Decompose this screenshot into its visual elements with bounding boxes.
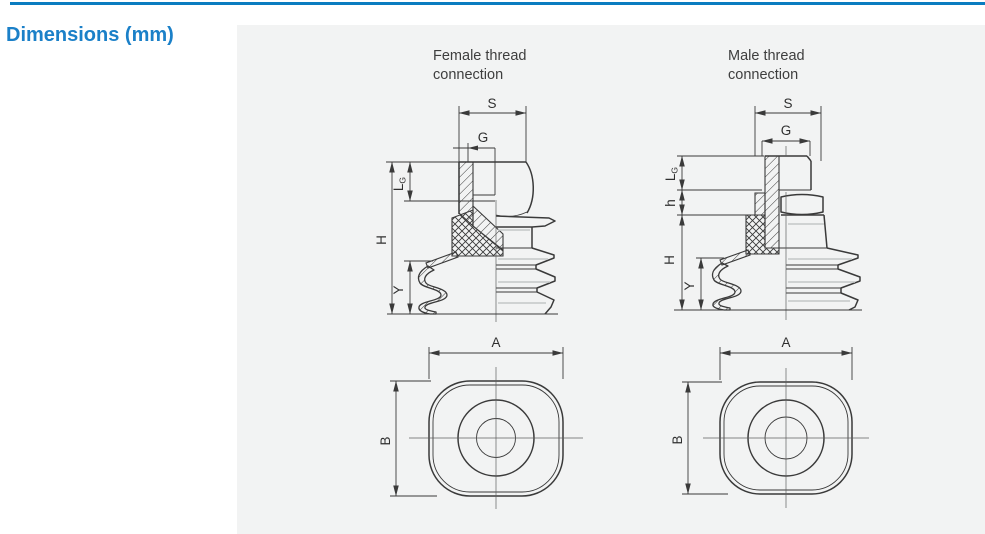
drawing-panel xyxy=(237,25,985,534)
male-title-line1: Male thread xyxy=(728,48,805,64)
female-title-line2: connection xyxy=(433,66,504,83)
male-figure-title: Male thread connection xyxy=(728,47,805,84)
female-title-line1: Female thread xyxy=(433,48,527,64)
accent-top-bar xyxy=(10,2,985,5)
page-title: Dimensions (mm) xyxy=(6,24,174,46)
female-figure-title: Female thread connection xyxy=(433,47,527,84)
male-title-line2: connection xyxy=(728,66,799,83)
